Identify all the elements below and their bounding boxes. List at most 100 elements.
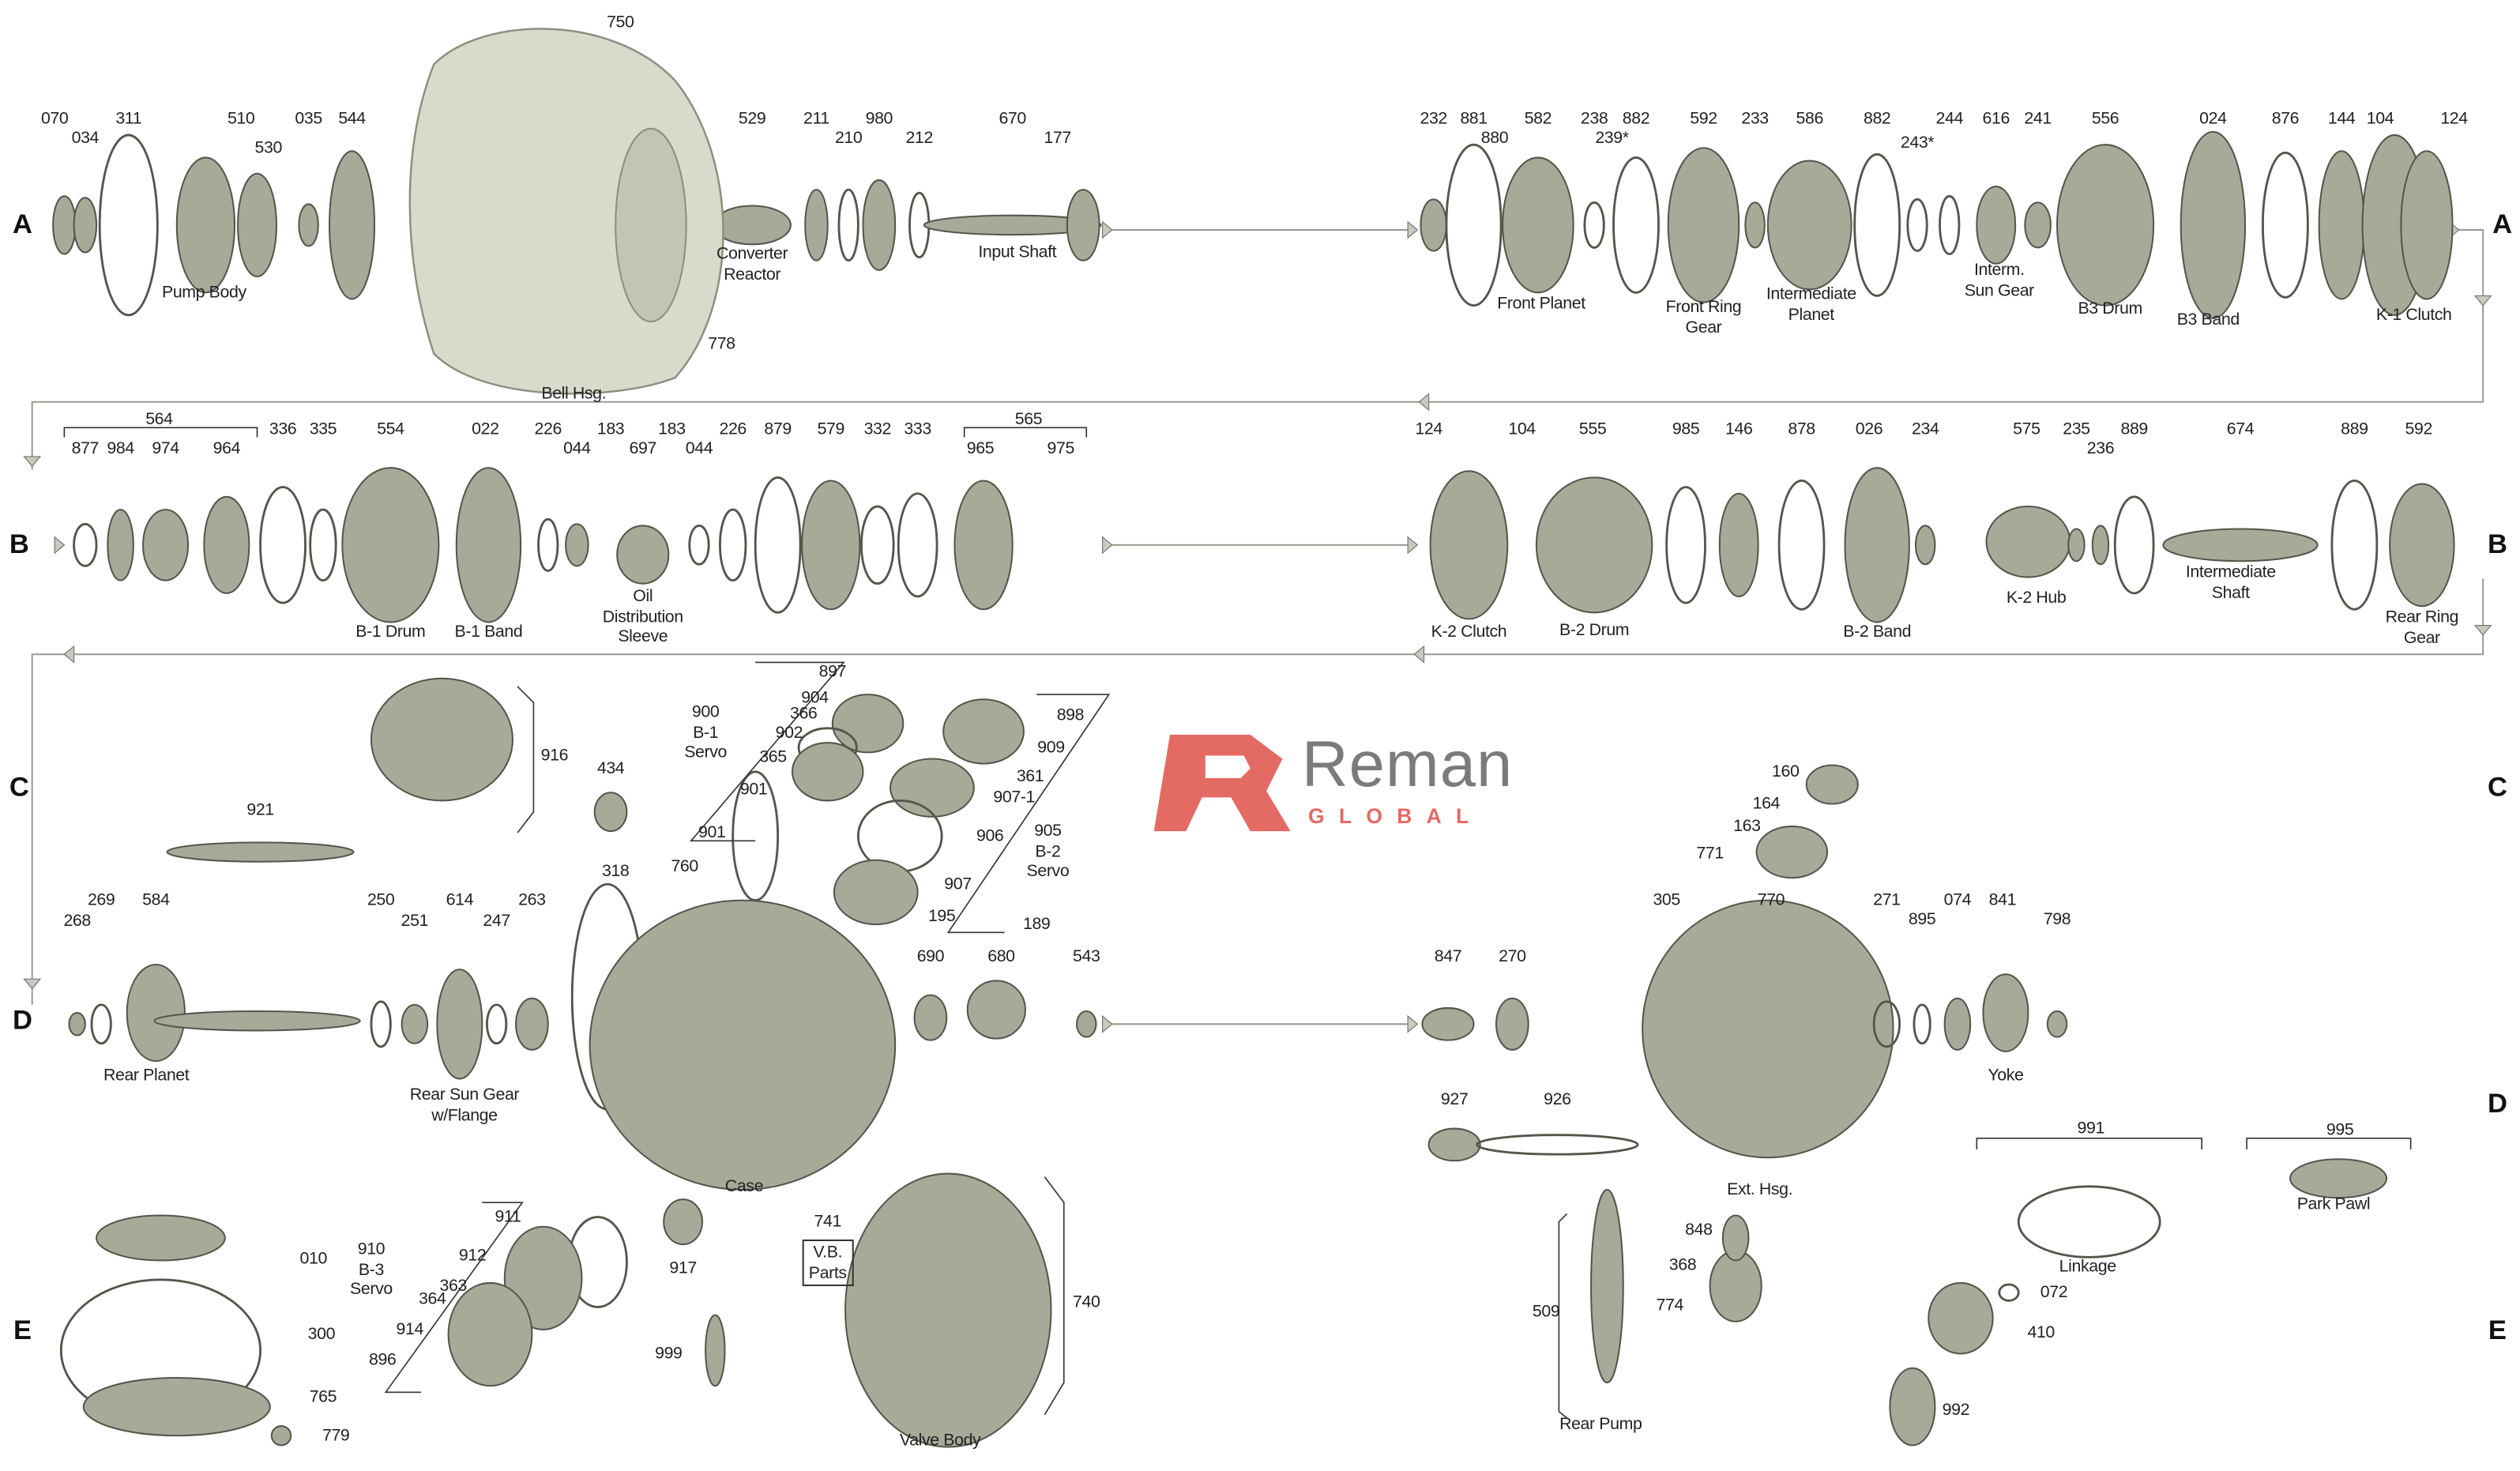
part-shape <box>96 1214 226 1262</box>
part-number-callout: 364 <box>419 1289 446 1309</box>
row-marker: C <box>9 771 29 803</box>
part-shape <box>1872 1000 1901 1048</box>
part-shape <box>1429 470 1509 620</box>
part-number-callout: 034 <box>71 128 100 149</box>
part-number-callout: 270 <box>1499 946 1526 967</box>
part-number-callout: 022 <box>472 419 499 439</box>
part-number-callout: 750 <box>607 13 634 32</box>
part-number-callout: 565 <box>1014 409 1043 430</box>
part-shape <box>732 770 780 902</box>
part-number-callout: 235 <box>2063 419 2090 439</box>
part-number-callout: 926 <box>1544 1089 1571 1110</box>
part-name-label: K-2 Hub <box>2006 588 2067 608</box>
part-shape <box>713 205 792 246</box>
part-shape <box>616 525 670 585</box>
part-number-callout: 904 <box>801 687 829 708</box>
part-number-callout: 760 <box>671 856 698 877</box>
part-number-callout: 771 <box>1696 844 1724 863</box>
part-number-callout: 183 <box>658 419 686 439</box>
part-shape <box>718 508 747 582</box>
part-shape <box>1476 1134 1639 1156</box>
part-shape <box>298 203 319 247</box>
part-number-callout: 897 <box>818 662 847 682</box>
part-shape <box>82 1376 271 1437</box>
part-number-callout: 244 <box>1935 109 1964 129</box>
bracket-line <box>1558 1213 1568 1419</box>
part-number-callout: 779 <box>322 1426 350 1446</box>
brand-logo: Reman GLOBAL <box>1153 727 1572 839</box>
part-shape <box>705 1314 726 1387</box>
part-number-callout: 911 <box>495 1207 521 1227</box>
bracket-line <box>517 686 535 833</box>
row-marker: E <box>2488 1315 2507 1346</box>
part-number-callout: 697 <box>629 438 657 458</box>
part-number-callout: 995 <box>2326 1120 2354 1140</box>
part-number-callout: 876 <box>2271 109 2300 129</box>
part-shape <box>1076 1010 1097 1038</box>
part-number-callout: 584 <box>142 890 170 910</box>
part-number-callout: 070 <box>40 109 69 129</box>
part-number-callout: 232 <box>1420 109 1447 129</box>
part-shape <box>1853 152 1901 297</box>
part-shape <box>1766 160 1852 291</box>
part-shape <box>2046 1010 2068 1038</box>
part-shape <box>2289 1158 2388 1199</box>
part-shape <box>2262 151 2309 299</box>
part-shape <box>126 963 186 1063</box>
part-number-callout: 991 <box>2077 1119 2105 1138</box>
part-name-label: Pump Body <box>161 283 246 303</box>
part-number-callout: 965 <box>966 438 995 458</box>
flow-line <box>31 228 2484 470</box>
part-shape <box>90 1003 112 1045</box>
part-number-callout: 582 <box>1524 109 1552 129</box>
part-shape <box>1502 156 1574 294</box>
part-shape <box>329 150 376 300</box>
part-number-callout: 741 <box>814 1212 842 1232</box>
part-shape <box>166 841 355 863</box>
part-number-callout: 543 <box>1073 946 1100 967</box>
flow-arrow-icon <box>1407 1014 1419 1033</box>
part-name-label: Rear Sun Gear w/Flange <box>409 1085 520 1125</box>
part-number-callout: 877 <box>71 438 100 458</box>
part-number-callout: 880 <box>1480 128 1509 149</box>
part-shape <box>2400 150 2454 300</box>
part-shape <box>663 1198 704 1246</box>
part-shape <box>1939 194 1961 255</box>
bracket-line <box>63 427 258 438</box>
flow-arrow-icon <box>1413 645 1425 664</box>
part-shape <box>2056 144 2155 307</box>
part-name-label: Rear Pump <box>1559 1414 1642 1435</box>
part-shape <box>1535 476 1653 614</box>
part-shape <box>890 758 975 818</box>
part-number-callout: 579 <box>817 419 845 439</box>
part-name-label: Front Planet <box>1497 294 1585 314</box>
part-shape <box>515 997 549 1051</box>
part-number-callout: 778 <box>708 334 735 354</box>
part-number-callout: 555 <box>1578 419 1607 439</box>
part-shape <box>68 1012 86 1036</box>
row-marker: A <box>12 209 32 240</box>
part-shape <box>341 467 440 623</box>
part-number-callout: 146 <box>1725 419 1753 439</box>
part-shape <box>1943 997 1972 1051</box>
part-shape <box>175 156 236 294</box>
part-shape <box>1906 198 1928 252</box>
part-name-label: 905 B-2 Servo <box>1026 821 1070 882</box>
part-number-callout: 044 <box>563 438 591 458</box>
part-number-callout: 183 <box>596 419 625 439</box>
part-shape <box>52 195 77 255</box>
part-number-callout: 104 <box>1508 419 1536 439</box>
part-number-callout: 680 <box>987 946 1015 967</box>
part-number-callout: 774 <box>1656 1296 1684 1315</box>
part-shape <box>436 969 483 1080</box>
part-number-callout: 365 <box>759 747 787 767</box>
part-number-callout: 914 <box>396 1319 424 1340</box>
flow-arrow-icon <box>1101 1014 1113 1033</box>
part-number-callout: 690 <box>916 946 945 967</box>
part-number-callout: 104 <box>2366 109 2394 129</box>
part-name-label: K-2 Clutch <box>1431 622 1507 641</box>
part-name-label: V.B. Parts <box>802 1239 853 1287</box>
row-marker: D <box>12 1004 32 1036</box>
